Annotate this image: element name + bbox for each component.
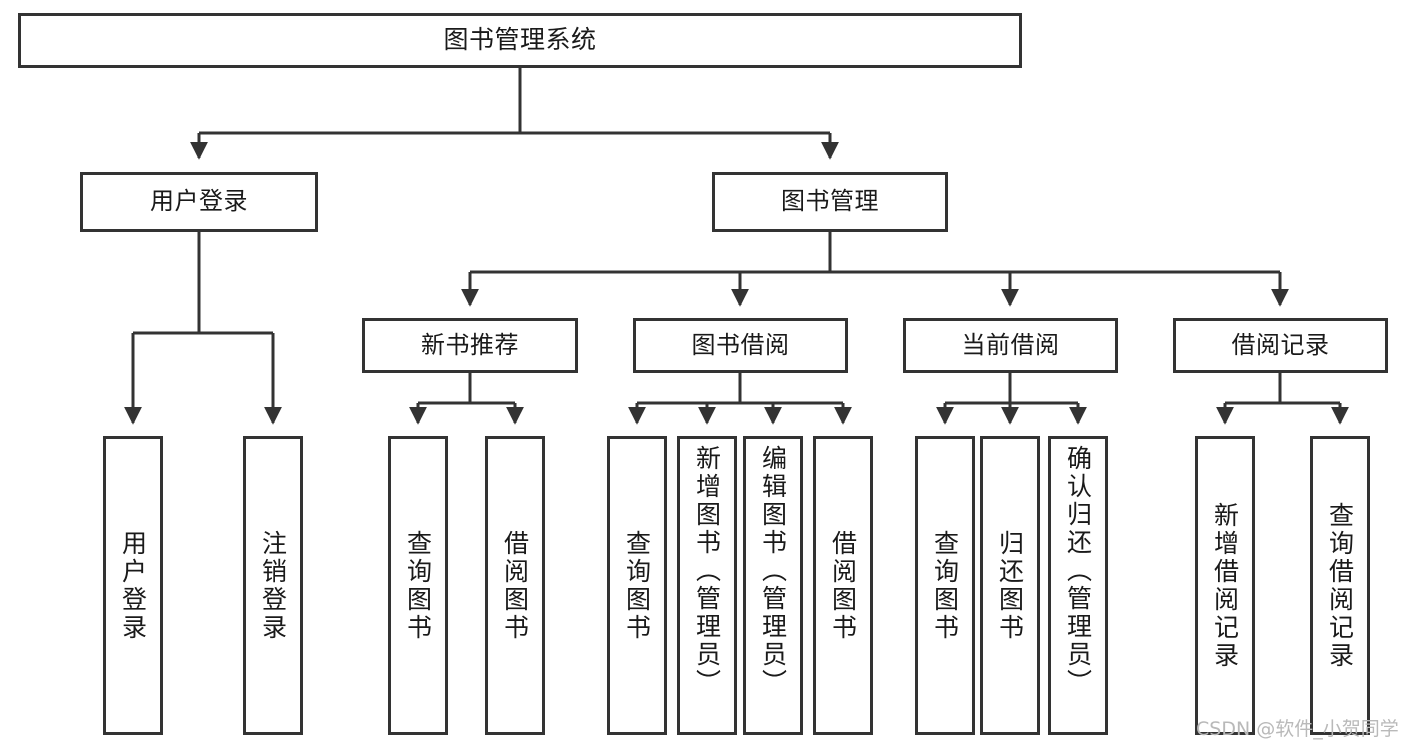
leaf-return-book-label: 归还图书	[995, 529, 1025, 642]
leaf-edit-book-admin[interactable]: 编辑图书（管理员）	[743, 436, 803, 735]
leaf-add-book-admin[interactable]: 新增图书（管理员）	[677, 436, 737, 735]
leaf-borrow-book-recommend-label: 借阅图书	[500, 529, 530, 642]
leaf-user-login-label: 用户登录	[118, 529, 148, 642]
leaf-confirm-return-admin[interactable]: 确认归还（管理员）	[1048, 436, 1108, 735]
node-borrow-record[interactable]: 借阅记录	[1173, 318, 1388, 373]
leaf-borrow-book-label: 借阅图书	[828, 529, 858, 642]
leaf-query-book-borrow-label: 查询图书	[622, 529, 652, 642]
leaf-confirm-return-admin-label: 确认归还（管理员）	[1063, 445, 1093, 697]
leaf-logout[interactable]: 注销登录	[243, 436, 303, 735]
leaf-query-book-current-label: 查询图书	[930, 529, 960, 642]
node-book-borrow-label: 图书借阅	[691, 330, 790, 359]
leaf-edit-book-admin-label: 编辑图书（管理员）	[758, 445, 788, 697]
node-user-login-label: 用户登录	[150, 187, 248, 216]
node-book-management-label: 图书管理	[781, 187, 879, 216]
leaf-logout-label: 注销登录	[258, 529, 288, 642]
leaf-return-book[interactable]: 归还图书	[980, 436, 1040, 735]
node-book-borrow[interactable]: 图书借阅	[633, 318, 848, 373]
node-root-label: 图书管理系统	[443, 25, 597, 55]
watermark-text: CSDN @软件_小贺同学	[1196, 718, 1399, 740]
node-current-borrow[interactable]: 当前借阅	[903, 318, 1118, 373]
node-current-borrow-label: 当前借阅	[961, 330, 1060, 359]
node-user-login[interactable]: 用户登录	[80, 172, 318, 232]
leaf-add-book-admin-label: 新增图书（管理员）	[692, 445, 722, 697]
leaf-query-book-current[interactable]: 查询图书	[915, 436, 975, 735]
leaf-user-login[interactable]: 用户登录	[103, 436, 163, 735]
node-book-management[interactable]: 图书管理	[712, 172, 948, 232]
node-borrow-record-label: 借阅记录	[1231, 330, 1330, 359]
leaf-borrow-book-recommend[interactable]: 借阅图书	[485, 436, 545, 735]
node-root[interactable]: 图书管理系统	[18, 13, 1022, 68]
leaf-borrow-book[interactable]: 借阅图书	[813, 436, 873, 735]
leaf-add-borrow-record-label: 新增借阅记录	[1210, 501, 1240, 670]
leaf-query-borrow-record-label: 查询借阅记录	[1325, 501, 1355, 670]
leaf-query-book-recommend-label: 查询图书	[403, 529, 433, 642]
node-new-book-recommend-label: 新书推荐	[421, 330, 519, 359]
leaf-add-borrow-record[interactable]: 新增借阅记录	[1195, 436, 1255, 735]
leaf-query-book-borrow[interactable]: 查询图书	[607, 436, 667, 735]
leaf-query-book-recommend[interactable]: 查询图书	[388, 436, 448, 735]
leaf-query-borrow-record[interactable]: 查询借阅记录	[1310, 436, 1370, 735]
node-new-book-recommend[interactable]: 新书推荐	[362, 318, 578, 373]
